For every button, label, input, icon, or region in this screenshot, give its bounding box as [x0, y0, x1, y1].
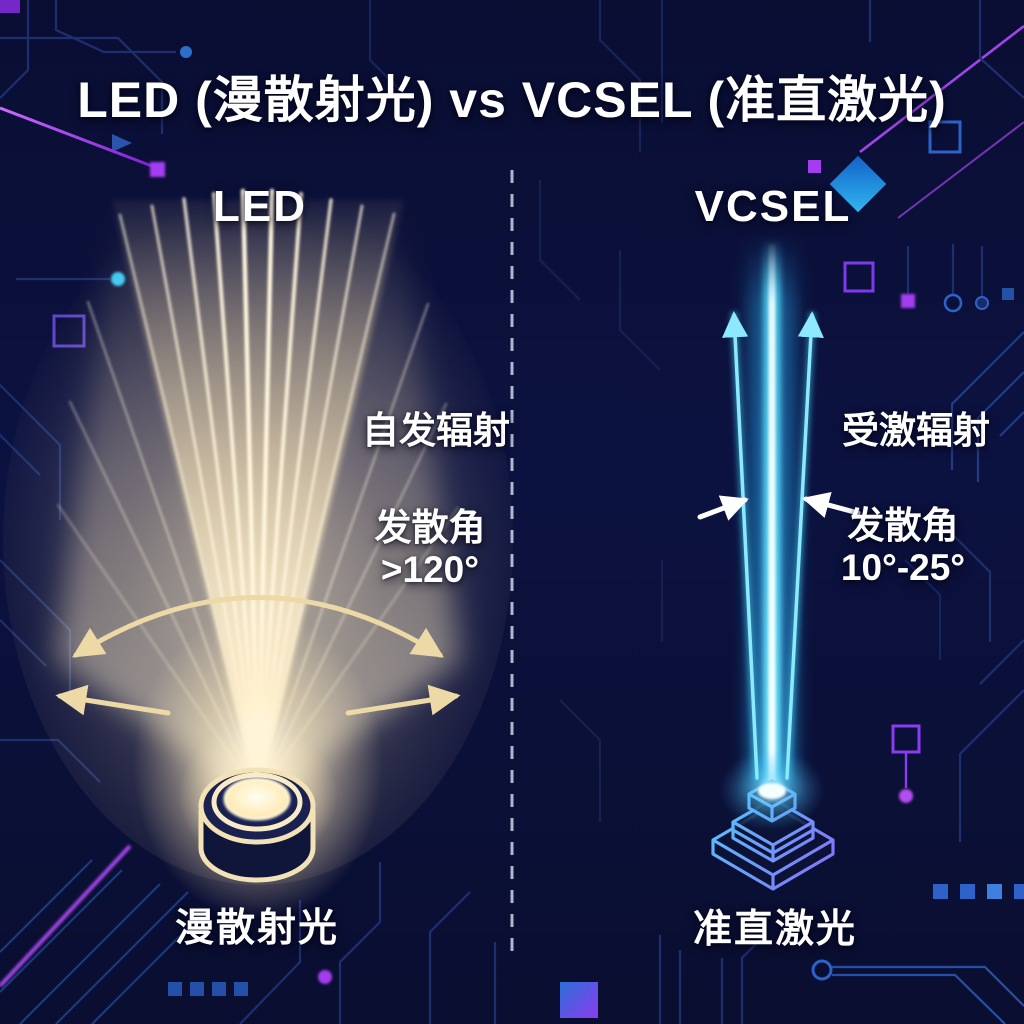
circuit-node-ring: [811, 959, 833, 981]
circuit-node-ring: [975, 296, 989, 310]
led-cone-main: [112, 200, 404, 800]
circuit-trace-purple-glow: [0, 844, 132, 988]
vcsel-divergence-arrows: [721, 311, 824, 782]
circuit-trace: [740, 937, 763, 1024]
circuit-node-dot-purple: [899, 789, 913, 803]
pointer-arrow-right: [802, 491, 861, 519]
led-emitter: [223, 777, 291, 821]
circuit-node-square: [0, 0, 20, 13]
beam-core: [768, 244, 776, 794]
circuit-trace: [428, 891, 471, 1024]
divergence-arrow-left: [55, 684, 171, 716]
vcsel-divergence-title: 发散角: [847, 505, 959, 546]
vcsel-divergence-value: 10°-25°: [840, 547, 966, 588]
led-divergence-label: 发散角 >120°: [375, 507, 486, 591]
circuit-trace: [0, 36, 164, 134]
circuit-trace: [239, 900, 302, 1024]
circuit-node-square: [190, 982, 204, 996]
circuit-trace: [0, 0, 30, 99]
circuit-trace: [978, 0, 1024, 99]
led-divergence-title: 发散角: [374, 507, 486, 548]
led-device: [198, 767, 316, 883]
beam-arrow-right: [785, 311, 824, 780]
vcsel-mid-edges: [732, 820, 814, 861]
circuit-node-square: [234, 982, 248, 996]
led-caption: 漫散射光: [174, 907, 340, 950]
circuit-node-square-purple: [808, 160, 821, 173]
circuit-trace: [598, 0, 642, 152]
circuit-trace: [559, 699, 602, 822]
beam-pointer-arrows: [697, 491, 861, 521]
circuit-square-outline-purple: [891, 724, 921, 754]
circuit-trace-purple: [859, 24, 1024, 154]
circuit-square-outline: [928, 120, 962, 154]
circuit-node-square: [933, 884, 948, 899]
page-title: LED (漫散射光) vs VCSEL (准直激光): [77, 72, 947, 128]
circuit-trace: [91, 911, 205, 1024]
circuit-trace: [368, 0, 411, 101]
vcsel-emission-label: 受激辐射: [842, 410, 990, 451]
circuit-trace: [950, 331, 1024, 470]
circuit-node-dot-purple: [318, 970, 332, 984]
circuit-trace: [618, 250, 661, 371]
circuit-node-square: [212, 982, 226, 996]
led-inner-ring: [211, 772, 303, 832]
circuit-trace: [832, 965, 1024, 1007]
beam-aperture-glow: [758, 783, 786, 799]
circuit-trace: [999, 411, 1024, 437]
vcsel-base-edges: [712, 838, 834, 889]
circuit-trace: [0, 859, 93, 953]
circuit-node-square: [987, 884, 1002, 899]
vcsel-caption: 准直激光: [692, 908, 858, 951]
circuit-node-square: [168, 982, 182, 996]
circuit-arrow-node: [112, 134, 132, 152]
circuit-gradient-square: [560, 982, 598, 1018]
circuit-trace: [904, 559, 942, 660]
circuit-node-square: [960, 884, 975, 899]
circuit-trace: [538, 180, 581, 301]
circuit-node-square-purple: [901, 294, 915, 308]
led-header: LED: [213, 182, 307, 231]
vcsel-header: VCSEL: [694, 182, 852, 231]
beam-arrow-left: [721, 311, 759, 780]
circuit-trace: [338, 862, 382, 1024]
circuit-node-ring: [943, 293, 963, 313]
vcsel-beam-exit: [720, 750, 824, 830]
circuit-trace: [937, 519, 992, 642]
led-light-cone: [3, 188, 513, 920]
circuit-node-dot: [180, 46, 192, 58]
circuit-square-outline-purple: [843, 261, 875, 293]
circuit-trace: [0, 869, 123, 993]
led-divergence-value: >120°: [380, 549, 480, 590]
circuit-node-square-purple: [150, 162, 165, 177]
circuit-trace: [19, 883, 161, 1024]
led-divergence-arrows: [55, 595, 461, 716]
circuit-trace: [832, 973, 1006, 1024]
circuit-node-square: [1002, 288, 1014, 300]
circuit-trace: [55, 891, 189, 1024]
divergence-arrow-right: [345, 684, 461, 716]
circuit-trace-purple: [0, 106, 158, 170]
circuit-trace: [979, 639, 1024, 685]
divergence-arc-arrow: [72, 595, 444, 658]
pointer-arrow-left: [697, 495, 749, 521]
circuit-trace-purple: [897, 121, 1024, 219]
vcsel-divergence-label: 发散角 10°-25°: [841, 505, 965, 589]
circuit-node-square: [1014, 884, 1024, 899]
circuit-trace: [958, 689, 1024, 842]
circuit-trace: [976, 371, 1024, 482]
circuit-trace: [54, 0, 176, 54]
led-emission-label: 自发辐射: [362, 410, 510, 451]
